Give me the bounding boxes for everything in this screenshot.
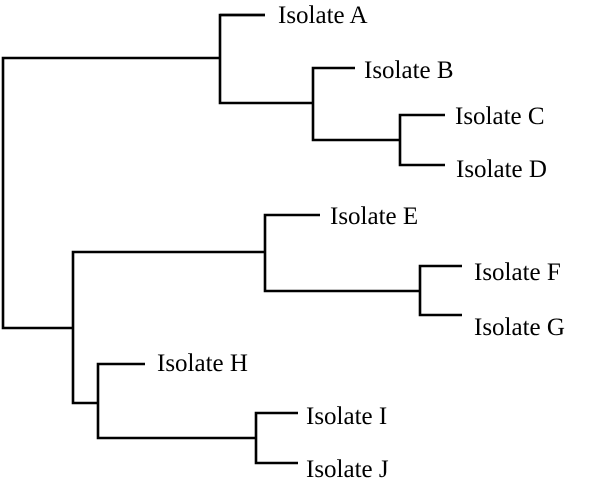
leaf-label-d: Isolate D bbox=[456, 156, 547, 183]
leaf-label-a: Isolate A bbox=[278, 2, 368, 29]
leaf-labels: Isolate A Isolate B Isolate C Isolate D … bbox=[157, 2, 565, 482]
clade-cd-branch bbox=[398, 113, 445, 167]
clade-efghij-branch bbox=[71, 250, 265, 405]
leaf-label-e: Isolate E bbox=[330, 203, 418, 230]
leaf-label-f: Isolate F bbox=[474, 259, 561, 286]
tree-branches bbox=[1, 13, 462, 465]
clade-hij-branch bbox=[96, 362, 256, 440]
leaf-label-j: Isolate J bbox=[306, 456, 389, 482]
leaf-label-g: Isolate G bbox=[474, 314, 565, 341]
leaf-label-b: Isolate B bbox=[364, 57, 454, 84]
clade-fg-branch bbox=[418, 264, 462, 317]
clade-bcd-branch bbox=[311, 66, 400, 142]
clade-ij-branch bbox=[254, 411, 298, 465]
leaf-label-h: Isolate H bbox=[157, 350, 248, 377]
root-branch bbox=[1, 56, 220, 330]
clade-efg-branch bbox=[263, 213, 420, 293]
leaf-label-i: Isolate I bbox=[306, 403, 387, 430]
leaf-label-c: Isolate C bbox=[455, 103, 545, 130]
